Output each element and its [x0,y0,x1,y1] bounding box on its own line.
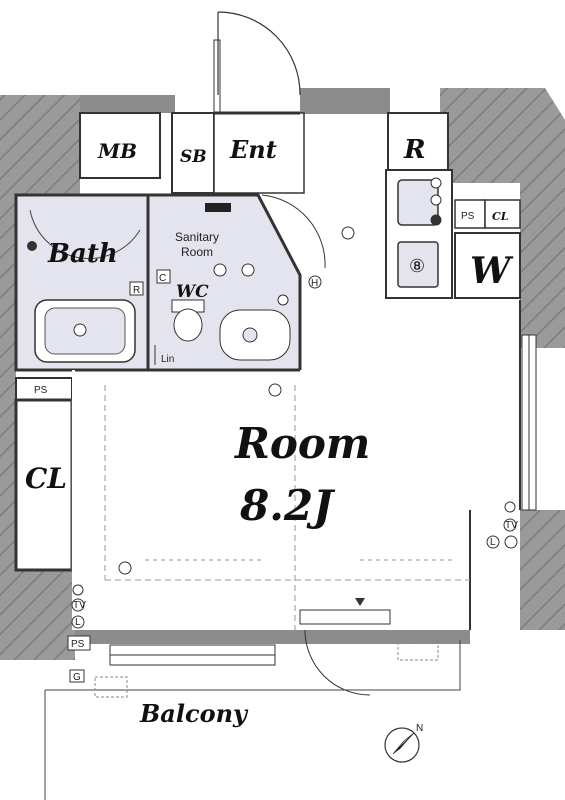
top-right-notch [545,88,565,120]
wc-label: WC [176,282,209,302]
room-size-label: 8.2J [239,481,336,530]
ent-label: Ent [229,135,277,164]
cl-left-label: CL [25,462,67,495]
l-outlet-icon [486,535,500,549]
bath-label: Bath [47,239,118,269]
sb-label: SB [180,147,207,167]
left-upper-wall [0,95,80,195]
shower-icon [27,241,37,251]
h-outlet-icon [308,275,322,289]
r-box [129,281,144,296]
c-box [156,269,171,284]
washer-symbol: ⑧ [409,256,425,276]
compass: N [384,723,423,763]
compass-n-label: N [416,723,423,734]
mb-closet [79,112,161,179]
sanitary-label-1: Sanitary [175,230,219,244]
w-label: W [470,250,514,292]
toilet-icon [173,308,203,342]
right-column-hatch [520,88,565,348]
burner-icon [430,214,442,226]
burner-icon [430,194,442,206]
drain-icon [73,323,87,337]
outlet-icon [504,535,518,549]
left-wall-hatch [0,95,16,655]
structural-walls [0,88,565,660]
room-label: Room [234,419,370,468]
ps-top-label: PS [461,211,475,222]
sb-closet [171,112,215,194]
entry-door [213,11,301,113]
l-symbol: L [490,537,496,548]
switch-icon [277,294,289,306]
top-wall-right [300,88,390,114]
tv-outlet-icon [503,518,517,532]
top-wall-left [80,95,175,113]
mb-label: MB [97,139,137,163]
ceiling-light-icon [118,561,132,575]
tv-symbol-left: TV [73,600,86,611]
tv-outlet-icon [71,598,85,612]
stove-area [397,241,439,288]
kitchen-area [385,112,521,299]
g-box [69,669,85,683]
vent-icon [205,203,231,212]
cl-closet-top [484,199,521,229]
washer-area [454,232,521,299]
g-symbol: G [73,672,81,683]
ps-bottom-label: PS [71,639,85,650]
bathroom [14,193,150,372]
outlet-icon [268,383,282,397]
ps-closet-top [454,199,486,229]
labels: MB SB Ent R PS CL W ⑧ Bath Sanitary Room… [25,135,518,728]
c-symbol: C [159,273,166,284]
cl-top-label: CL [492,210,509,223]
room-floor [72,370,520,630]
direction-arrow-icon [355,598,365,606]
balcony [44,635,461,800]
main-room [71,226,537,696]
balcony-label: Balcony [139,699,249,728]
left-lower-wall [0,570,75,660]
r-label: R [403,135,426,165]
r-box-symbol: R [133,285,140,296]
outlet-icon [504,501,516,513]
l-outlet-icon [71,615,85,629]
ceiling-light-icon [341,226,355,240]
ps-left-label: PS [34,385,48,396]
sanitary-label-2: Room [181,245,213,259]
balcony-door-right [299,609,391,625]
sanitary-room [146,193,302,372]
ps-box-bottom [67,635,91,651]
entry-area [79,111,326,269]
lin-label: Lin [161,354,174,365]
l-symbol-left: L [75,617,81,628]
outlet-icon [72,584,84,596]
bottom-wall [75,630,470,644]
burner-icon [430,177,442,189]
h-symbol: H [311,278,318,289]
tv-symbol: TV [505,520,518,531]
washer-hookup-icon [213,263,227,277]
